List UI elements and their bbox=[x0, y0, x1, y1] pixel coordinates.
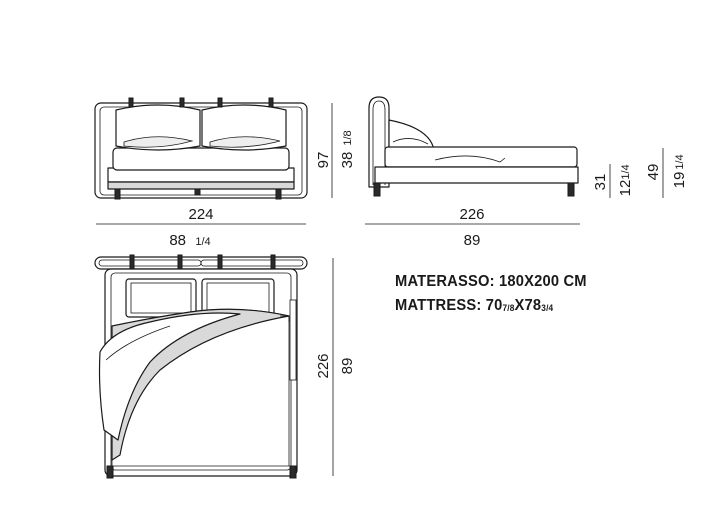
frame-height-in: 12 bbox=[617, 180, 634, 197]
foot-top bbox=[289, 465, 297, 479]
pillow-right-fold bbox=[209, 136, 281, 148]
top-view: 226 89 bbox=[94, 254, 356, 479]
mattress-spec-mid: X78 bbox=[514, 297, 542, 314]
mattress-spec-italian: MATERASSO: 180X200 CM bbox=[395, 273, 587, 290]
frame-height-in-frac: 1/4 bbox=[620, 164, 632, 179]
headboard-side bbox=[368, 96, 390, 188]
bed-slats bbox=[107, 181, 295, 190]
mattress-spec-prefix: MATTRESS: 70 bbox=[395, 297, 503, 314]
pillow-left-fold bbox=[123, 136, 194, 148]
side-length-cm: 226 bbox=[459, 206, 484, 223]
leg-side bbox=[373, 182, 381, 197]
side-rail bbox=[289, 299, 297, 381]
top-length-cm: 226 bbox=[315, 353, 332, 378]
headboard-inner bbox=[99, 106, 303, 196]
mattress-front bbox=[112, 147, 290, 171]
bed-foot bbox=[194, 188, 201, 196]
duvet-folded-corner bbox=[98, 312, 241, 441]
front-width-in: 88 bbox=[169, 232, 186, 249]
front-view: 224 88 1/4 97 38 1/8 bbox=[94, 97, 356, 249]
strap-loop bbox=[268, 97, 274, 108]
front-height-in: 38 bbox=[339, 152, 356, 169]
pillow-top-left-inner bbox=[130, 282, 192, 314]
pillow-side bbox=[388, 119, 435, 151]
strap-loop bbox=[128, 97, 134, 108]
headboard-side-inner bbox=[372, 100, 386, 185]
strap-loop bbox=[179, 97, 185, 108]
strap-loop bbox=[217, 97, 223, 108]
mattress-corner-tag bbox=[280, 315, 290, 322]
front-height-in-frac: 1/8 bbox=[342, 130, 354, 145]
front-width-in-frac: 1/4 bbox=[195, 236, 210, 248]
duvet-edge bbox=[434, 155, 506, 163]
front-width-cm: 224 bbox=[188, 206, 213, 223]
frame-side bbox=[374, 166, 579, 184]
mattress-height-cm: 49 bbox=[645, 164, 662, 181]
pillow-top-left bbox=[125, 278, 197, 318]
mattress-spec-english: MATTRESS: 707/8X783/4 bbox=[395, 297, 553, 315]
leg-side bbox=[567, 182, 575, 197]
foot-top bbox=[106, 465, 114, 479]
duvet-fold-line bbox=[105, 325, 171, 361]
headboard-cushion-right bbox=[200, 259, 304, 267]
bed-foot bbox=[275, 188, 282, 200]
mattress-height-in-frac: 1/4 bbox=[674, 154, 686, 169]
side-length-in: 89 bbox=[464, 232, 481, 249]
side-view: 226 89 31 12 1/4 49 19 1/4 bbox=[365, 96, 688, 249]
pillow-side-fold bbox=[392, 138, 429, 145]
front-height-cm: 97 bbox=[315, 152, 332, 169]
top-length-in: 89 bbox=[339, 358, 356, 375]
mattress-spec-frac1: 7/8 bbox=[502, 303, 515, 313]
bed-foot bbox=[114, 188, 121, 200]
mattress-spec-frac2: 3/4 bbox=[541, 303, 554, 313]
mattress-height-in: 19 bbox=[671, 172, 688, 189]
frame-height-cm: 31 bbox=[592, 174, 609, 191]
